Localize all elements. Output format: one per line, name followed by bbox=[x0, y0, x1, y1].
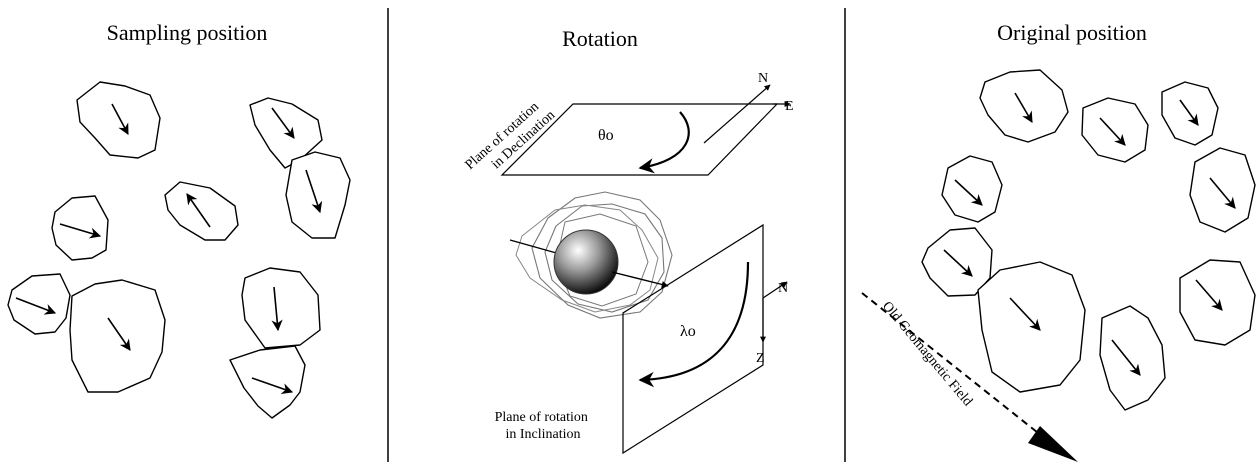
rock-fragment-icon bbox=[979, 69, 1069, 143]
geomagnetic-field-label: Old Geomagnetic Field bbox=[879, 299, 975, 409]
magnetization-arrow-icon bbox=[954, 179, 983, 206]
magnetization-arrow-icon bbox=[15, 297, 57, 315]
rock-fragment-icon bbox=[164, 181, 239, 241]
rock-fragment-icon bbox=[1161, 81, 1219, 146]
lambda-label: λo bbox=[680, 323, 696, 340]
magnetization-arrow-icon bbox=[305, 169, 323, 214]
magnetization-arrow-icon bbox=[59, 223, 102, 239]
n-axis-arrow-bottom bbox=[762, 281, 788, 299]
axis-n-bottom: N bbox=[778, 281, 788, 296]
rock-fragment-icon bbox=[1179, 259, 1256, 346]
lambda-rotation-arrow bbox=[638, 261, 750, 388]
sphere-icon bbox=[553, 229, 619, 295]
rock-fragment-icon bbox=[1081, 97, 1149, 163]
rock-fragment-icon bbox=[977, 261, 1086, 393]
sampling-rocks bbox=[7, 81, 351, 419]
original-title: Original position bbox=[997, 20, 1147, 45]
declination-plane: N E θo bbox=[500, 71, 794, 176]
sphere-axis-front bbox=[611, 271, 669, 288]
magnetization-arrow-icon bbox=[186, 193, 211, 228]
rock-fragment-icon bbox=[76, 81, 161, 159]
axis-z: Z bbox=[756, 351, 765, 366]
theta-rotation-arrow bbox=[638, 111, 690, 174]
rock-fragment-icon bbox=[229, 345, 306, 419]
rock-fragment-icon bbox=[69, 279, 166, 393]
field-arrowhead-icon bbox=[1028, 426, 1078, 462]
sampling-title: Sampling position bbox=[107, 20, 268, 45]
magnetization-arrow-icon bbox=[251, 377, 294, 394]
magnetization-arrow-icon bbox=[1014, 92, 1033, 123]
inclination-plane: N Z λo bbox=[622, 223, 788, 455]
rotating-sample bbox=[509, 191, 673, 319]
rock-fragment-icon bbox=[1189, 147, 1256, 233]
rock-fragment-icon bbox=[921, 227, 993, 297]
magnetization-arrow-icon bbox=[1179, 99, 1199, 126]
rock-fragment-icon bbox=[51, 195, 109, 261]
magnetization-arrow-icon bbox=[943, 249, 973, 277]
axis-n-top: N bbox=[758, 71, 768, 86]
original-rocks bbox=[921, 69, 1256, 411]
rock-fragment-icon bbox=[241, 267, 321, 349]
magnetization-arrow-icon bbox=[1111, 339, 1141, 376]
magnetization-arrow-icon bbox=[1195, 279, 1223, 311]
magnetization-arrow-icon bbox=[107, 317, 131, 351]
rock-fragment-icon bbox=[249, 97, 323, 169]
magnetization-arrow-icon bbox=[111, 103, 129, 135]
magnetization-arrow-icon bbox=[1209, 177, 1236, 209]
rock-fragment-icon bbox=[1099, 305, 1166, 411]
sphere-axis-back bbox=[509, 239, 561, 255]
inclination-plane-label: Plane of rotation in Inclination bbox=[495, 410, 592, 442]
magnetization-arrow-icon bbox=[1099, 117, 1126, 146]
n-axis-arrow-top bbox=[703, 84, 771, 144]
magnetization-arrow-icon bbox=[271, 107, 295, 139]
rock-fragment-icon bbox=[285, 151, 351, 239]
rock-fragment-icon bbox=[7, 273, 71, 335]
magnetization-arrow-icon bbox=[271, 286, 283, 332]
rotation-title: Rotation bbox=[562, 26, 638, 51]
theta-label: θo bbox=[598, 127, 614, 144]
rock-fragment-icon bbox=[941, 155, 1003, 223]
axis-e: E bbox=[785, 99, 794, 114]
magnetization-arrow-icon bbox=[1009, 297, 1041, 331]
declination-plane-label: Plane of rotation in Declination bbox=[463, 95, 559, 185]
geomagnetic-field-arrow bbox=[861, 292, 1078, 462]
